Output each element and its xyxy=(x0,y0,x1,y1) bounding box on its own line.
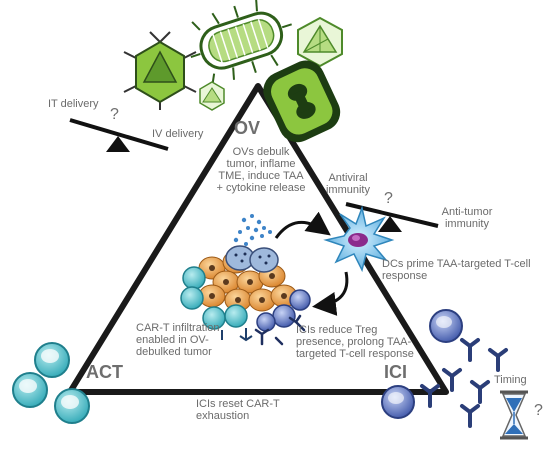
delivery-question-mark: ? xyxy=(110,106,119,123)
virus-to-dc-arrow xyxy=(274,211,331,239)
t-cell-cluster xyxy=(256,289,311,332)
tumor-cell-cluster xyxy=(198,250,298,312)
hourglass-icon xyxy=(500,390,528,440)
it-delivery-label: IT delivery xyxy=(48,98,99,110)
dc-to-tcell-arrow xyxy=(312,271,349,316)
released-virus-particles xyxy=(233,214,272,246)
antitumor-immunity-label: Anti-tumor immunity xyxy=(441,206,493,230)
car-t-receptor-icons xyxy=(221,328,253,342)
hexagonal-virus-icon xyxy=(297,16,343,68)
dendritic-cell-icon xyxy=(323,205,395,273)
car-t-infiltration-label: CAR-T infiltration enabled in OV-debulke… xyxy=(136,322,220,358)
vertex-label-ov: OV xyxy=(234,118,261,138)
infected-cell-icon xyxy=(225,245,279,273)
ici-treg-label: ICIs reduce Treg presence, prolong TAA-t… xyxy=(296,324,414,360)
car-t-cell-cluster xyxy=(180,266,248,330)
antiviral-immunity-label: Antiviral immunity xyxy=(325,172,370,196)
ici-antibodies-icon xyxy=(420,338,508,428)
ici-t-cell-nuclei xyxy=(388,316,452,404)
vertex-label-act: ACT xyxy=(86,362,123,382)
ov-effects-label: OVs debulk tumor, inflame TME, induce TA… xyxy=(216,146,306,194)
act-car-t-nuclei xyxy=(19,349,79,409)
dc-priming-label: DCs prime TAA-targeted T-cell response xyxy=(382,258,531,282)
enveloped-virus-icon xyxy=(263,60,341,143)
ici-reset-label: ICIs reset CAR-T exhaustion xyxy=(196,398,280,422)
antibody-icons-inner xyxy=(254,314,306,346)
small-virus-icon xyxy=(199,81,225,111)
icosahedral-virus-icon xyxy=(123,31,197,110)
timing-label: Timing xyxy=(494,374,527,386)
immunity-question-mark: ? xyxy=(384,190,393,207)
iv-delivery-label: IV delivery xyxy=(152,128,204,140)
timing-question-mark: ? xyxy=(534,402,543,419)
rod-virus-icon xyxy=(190,0,292,85)
vertex-label-ici: ICI xyxy=(384,362,408,382)
delivery-seesaw-icon xyxy=(69,118,169,152)
